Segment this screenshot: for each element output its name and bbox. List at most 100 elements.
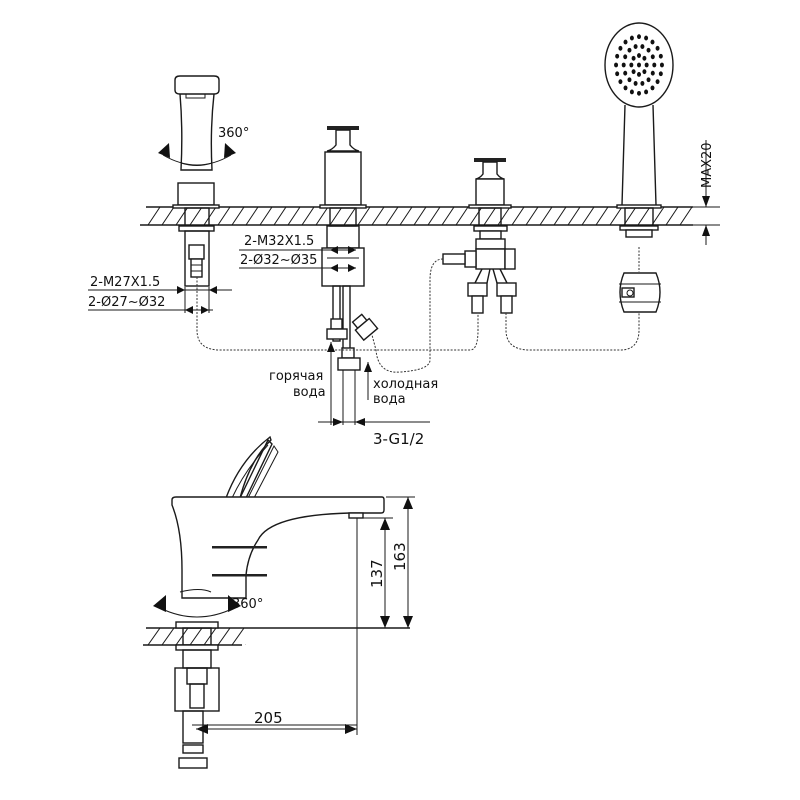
nozzle-hole <box>621 62 626 68</box>
hot-water-label-1: горячая <box>269 369 323 384</box>
hatch-line <box>343 207 357 225</box>
valve-handle-left <box>319 126 367 357</box>
thread-valve-label: 2-M32X1.5 <box>244 234 314 249</box>
hatch-line <box>413 207 427 225</box>
max-deck-label: MAX20 <box>700 142 715 188</box>
hatch-line <box>245 207 259 225</box>
hatch-line <box>609 207 623 225</box>
hatch-line <box>146 207 147 208</box>
nozzle-hole <box>623 54 628 60</box>
thread-spout-label: 2-M27X1.5 <box>90 275 160 290</box>
hot-inlet-fitting <box>326 318 361 425</box>
hatch-line <box>147 628 161 646</box>
hole-valve-label: 2-Ø32~Ø35 <box>240 253 317 268</box>
hole-spout-label: 2-Ø27~Ø32 <box>88 295 165 310</box>
inlet-thread-label: 3-G1/2 <box>373 430 424 448</box>
shower-nozzles <box>614 34 664 96</box>
hatch-line <box>497 207 511 225</box>
hatch-line <box>273 207 287 225</box>
nozzle-hole <box>614 62 619 68</box>
hatch-line <box>203 207 217 225</box>
hatch-line <box>161 207 175 225</box>
nozzle-hole <box>629 89 634 95</box>
hatch-line <box>147 207 161 225</box>
nozzle-hole <box>615 53 620 59</box>
deck-section-side <box>143 627 410 646</box>
nozzle-hole <box>637 34 641 40</box>
nozzle-hole <box>637 72 641 77</box>
hatch-line <box>217 207 231 225</box>
hatch-line <box>679 207 693 225</box>
nozzle-hole <box>642 55 647 61</box>
nozzle-hole <box>650 70 655 76</box>
hatch-line <box>231 207 245 225</box>
hatch-line <box>511 207 525 225</box>
hatch-line <box>175 628 189 646</box>
dimension-reach: 205 <box>192 709 357 734</box>
hot-water-label-2: вода <box>293 385 326 400</box>
nozzle-hole <box>640 44 645 49</box>
hatch-line <box>651 207 665 225</box>
nozzle-hole <box>629 35 634 41</box>
hatch-line <box>567 207 581 225</box>
hatch-line <box>427 207 441 225</box>
nozzle-hole <box>623 70 628 76</box>
nozzle-hole <box>627 77 632 83</box>
nozzle-hole <box>640 81 645 86</box>
hatch-line <box>245 644 246 645</box>
nozzle-hole <box>637 53 641 58</box>
dimension-m27: 2-M27X1.5 2-Ø27~Ø32 <box>88 275 232 314</box>
hatch-line <box>371 207 385 225</box>
nozzle-hole <box>618 45 623 51</box>
nozzle-hole <box>652 62 657 68</box>
hatch-line <box>357 207 371 225</box>
nozzle-hole <box>650 39 655 45</box>
hatch-line <box>329 207 343 225</box>
hatch-line <box>441 207 455 225</box>
nozzle-hole <box>646 77 651 83</box>
nozzle-hole <box>631 69 636 75</box>
hatch-line <box>146 628 147 629</box>
nozzle-hole <box>627 47 632 53</box>
dimension-heights: 137 163 <box>356 496 415 735</box>
hand-shower <box>604 22 674 313</box>
nozzle-hole <box>642 69 647 75</box>
nozzle-hole <box>615 71 620 77</box>
nozzle-hole <box>650 54 655 60</box>
hatch-line <box>287 207 301 225</box>
nozzle-hole <box>658 53 663 59</box>
hatch-line <box>455 207 469 225</box>
hatch-line <box>315 207 329 225</box>
nozzle-hole <box>644 62 649 68</box>
hatch-line <box>525 207 539 225</box>
hatch-line <box>231 628 245 646</box>
hatch-line <box>203 628 217 646</box>
rotation-indicator-top: 360° <box>158 126 249 166</box>
hatch-line <box>189 207 203 225</box>
bath-spout-side <box>171 435 385 769</box>
cold-water-label-2: вода <box>373 392 406 407</box>
hatch-line <box>399 207 413 225</box>
cold-water-label-1: холодная <box>373 377 438 392</box>
hatch-line <box>553 207 567 225</box>
nozzle-hole <box>655 79 660 85</box>
outlet-height-label: 137 <box>368 559 386 588</box>
nozzle-hole <box>623 85 628 91</box>
nozzle-hole <box>633 44 638 49</box>
total-height-label: 163 <box>391 542 409 571</box>
hoses <box>196 258 640 373</box>
hatch-line <box>595 207 609 225</box>
nozzle-hole <box>637 62 641 68</box>
valve-handle-right <box>468 158 512 270</box>
check-valve <box>351 313 379 342</box>
nozzle-hole <box>655 45 660 51</box>
nozzle-hole <box>629 62 634 68</box>
deck-section-top <box>140 206 720 226</box>
hatch-line <box>301 207 315 225</box>
hatch-line <box>469 207 483 225</box>
nozzle-hole <box>631 55 636 61</box>
hatch-line <box>259 207 273 225</box>
bath-spout <box>172 75 220 287</box>
water-labels: горячая вода холодная вода <box>269 342 438 425</box>
